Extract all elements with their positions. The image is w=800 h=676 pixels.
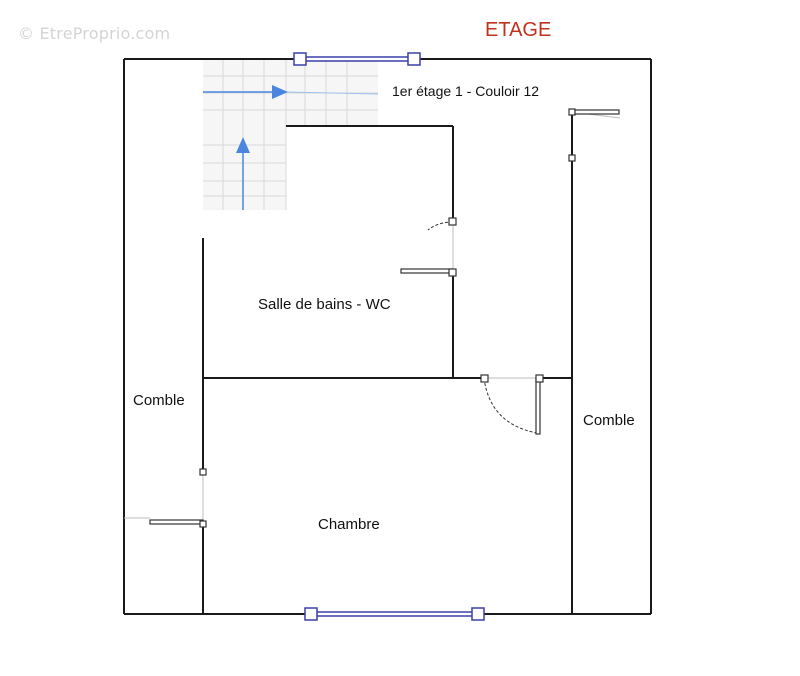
window-bottom [304,607,485,621]
room-label-chambre: Chambre [318,516,380,533]
door-chambre [480,374,544,435]
staircase [203,60,379,210]
stair-flight [203,126,286,210]
doors [149,108,620,528]
room-label-comble-left: Comble [133,392,185,409]
windows [293,52,485,621]
plan-title: ETAGE [485,19,552,41]
room-label-couloir: 1er étage 1 - Couloir 12 [392,83,540,99]
arrow-up-icon [236,137,250,153]
arrow-right-icon [272,85,288,99]
walls [123,58,652,615]
light-lines [124,111,621,524]
window-top [293,52,421,66]
watermark: © EtreProprio.com [18,24,171,43]
stair-direction-arrows [203,85,379,210]
door-comble-left [149,468,207,528]
room-label-salle-de-bains: Salle de bains - WC [258,296,391,313]
door-bathroom [400,217,457,277]
door-comble-right [568,108,620,162]
room-label-comble-right: Comble [583,412,635,429]
